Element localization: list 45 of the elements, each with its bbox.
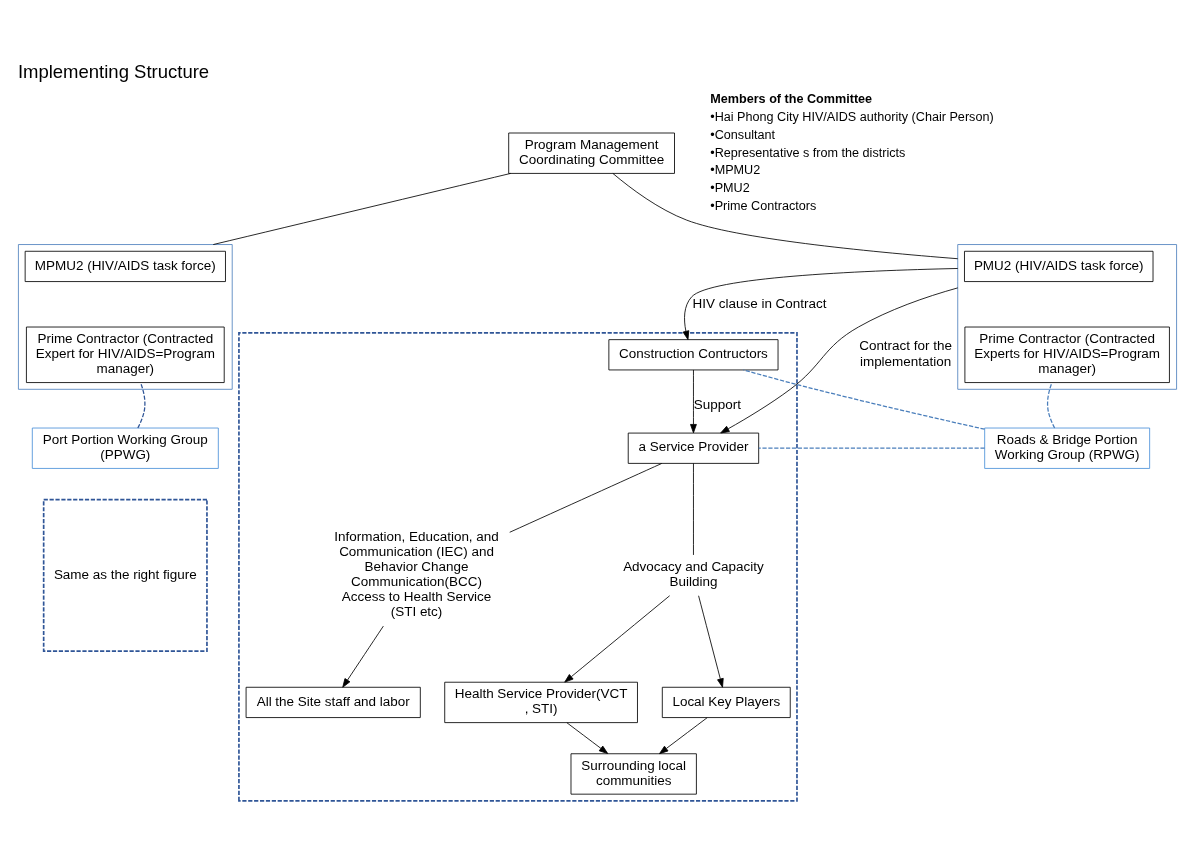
label: Members of the Committee xyxy=(710,91,873,106)
node-box: Health Service Provider(VCT , STI) xyxy=(444,681,638,723)
arrow xyxy=(564,594,671,683)
arrow xyxy=(698,594,724,688)
node-box: Surrounding local communities xyxy=(570,752,697,795)
diagram-title: Implementing Structure xyxy=(17,60,210,82)
node-box: Same as the right figure xyxy=(42,498,208,652)
edge-label: Support xyxy=(693,396,741,411)
node-box: Prime Contractor (Contracted Expert for HIV/AIDS=Program manager) xyxy=(26,326,225,383)
connector xyxy=(742,368,986,430)
arrow xyxy=(566,721,609,754)
node-text: Advocacy and Capacity Building xyxy=(623,558,764,589)
connector xyxy=(1046,381,1056,429)
node-box: a Service Provider xyxy=(627,432,760,464)
label: •Representative s from the districts xyxy=(710,145,906,160)
label: •Prime Contractors xyxy=(710,198,817,213)
connector xyxy=(137,381,146,429)
node-text: Information, Education, and Communication (IEC) and Behavior Change Communication(BCC) Access to Health Service (STI etc) xyxy=(334,528,499,619)
node-box: All the Site staff and labor xyxy=(245,686,421,718)
connector xyxy=(509,462,663,533)
node-box: Port Portion Working Group (PPWG) xyxy=(31,427,219,469)
cluster xyxy=(957,243,1177,390)
label: •Hai Phong City HIV/AIDS authority (Chair Person) xyxy=(710,109,994,124)
edge-label: HIV clause in Contract xyxy=(692,295,827,310)
label: •PMU2 xyxy=(710,180,750,195)
node-box: Prime Contractor (Contracted Experts for HIV/AIDS=Program manager) xyxy=(964,326,1170,383)
label: •Consultant xyxy=(710,127,775,142)
connector xyxy=(693,462,694,555)
arrow xyxy=(682,267,959,340)
node-box: Construction Contructors xyxy=(608,338,779,370)
label: •MPMU2 xyxy=(710,162,761,177)
connector xyxy=(212,172,512,245)
arrow xyxy=(342,625,384,688)
node-box: Roads & Bridge Portion Working Group (RPWG) xyxy=(984,427,1151,469)
connector xyxy=(758,447,986,449)
node-box: Local Key Players xyxy=(661,686,791,718)
arrow xyxy=(720,286,959,433)
node-box: PMU2 (HIV/AIDS task force) xyxy=(964,250,1154,282)
connector xyxy=(612,172,959,259)
node-box: Program Management Coordinating Committee xyxy=(508,132,675,174)
cluster xyxy=(18,243,233,390)
node-box: MPMU2 (HIV/AIDS task force) xyxy=(24,250,226,282)
edge-label: Contract for the implementation xyxy=(859,337,952,369)
arrow xyxy=(659,716,708,754)
arrow xyxy=(690,369,697,433)
